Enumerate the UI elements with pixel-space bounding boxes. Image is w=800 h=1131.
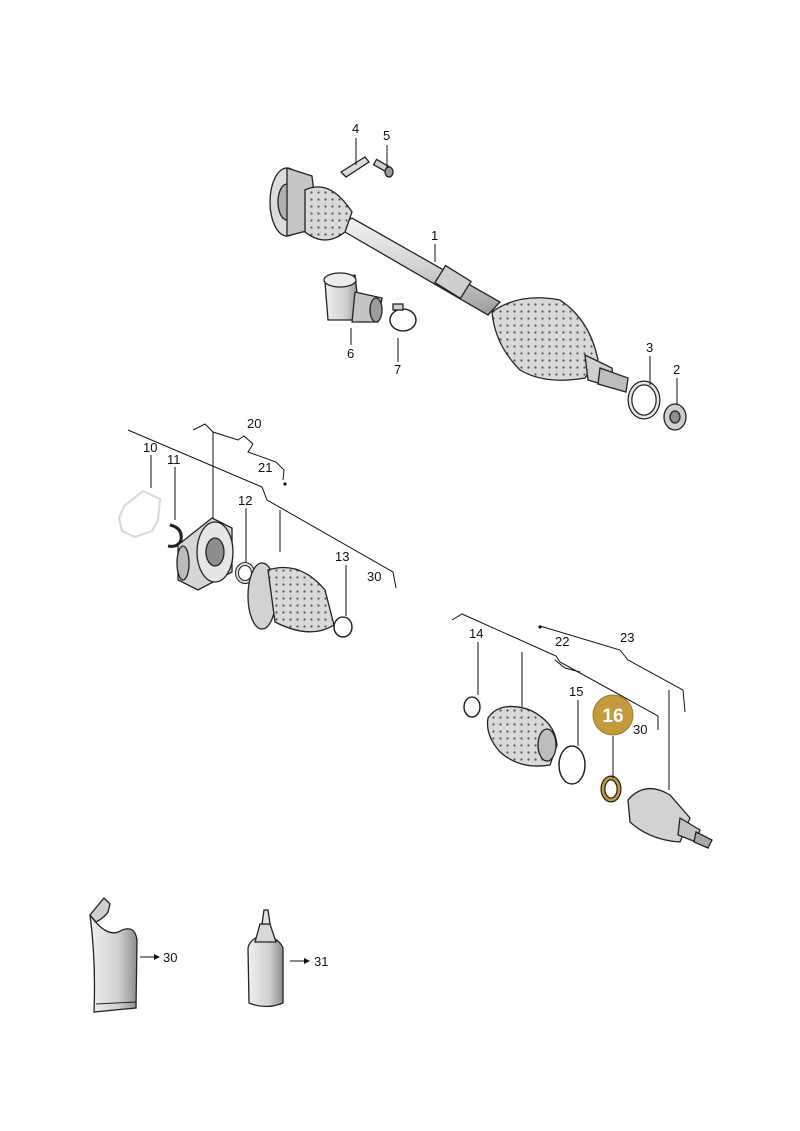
grease-tube [89, 897, 138, 1013]
drive-shaft-assembly [269, 156, 687, 431]
callout-23: 23 [620, 630, 634, 645]
callout-3: 3 [646, 340, 653, 355]
callout-14: 14 [469, 626, 483, 641]
callout-15: 15 [569, 684, 583, 699]
callout-30-right: 30 [633, 722, 647, 737]
nut [663, 403, 687, 431]
right-callouts: 14 15 22 23 30 16 [469, 626, 647, 737]
circlip-small [167, 523, 183, 548]
callout-6: 6 [347, 346, 354, 361]
mid-callouts: 10 11 12 13 20 21 30 [143, 416, 381, 584]
outer-joint-kit [451, 613, 713, 849]
callout-11: 11 [167, 452, 181, 467]
callout-5: 5 [383, 128, 390, 143]
callout-7: 7 [394, 362, 401, 377]
callout-13: 13 [335, 549, 349, 564]
highlight-badge-16[interactable]: 16 [592, 694, 634, 736]
top-callouts: 4 5 1 6 7 3 2 [347, 121, 680, 405]
callout-21: 21 [258, 460, 272, 475]
outer-boot [491, 297, 599, 381]
sealant-bottle [247, 909, 284, 1008]
callout-1: 1 [431, 228, 438, 243]
bracket-dot-21 [283, 482, 287, 486]
callout-22: 22 [555, 634, 569, 649]
hose-clip-15 [558, 745, 586, 785]
callout-16: 16 [602, 706, 623, 727]
cv-joint-inner [176, 517, 234, 591]
callout-20: 20 [247, 416, 261, 431]
hose-clip-14 [463, 696, 481, 718]
cv-joint-outer [627, 788, 713, 849]
bracket-dot-23 [538, 625, 542, 629]
callout-31: 31 [314, 954, 328, 969]
callout-30-mid: 30 [367, 569, 381, 584]
inner-boot [304, 186, 353, 241]
shaft-damper-ring [434, 264, 472, 300]
bolt [372, 158, 394, 178]
boot-inner-kit [247, 562, 335, 633]
lock-plate [339, 156, 370, 178]
bush [323, 272, 383, 323]
callout-4: 4 [352, 121, 359, 136]
bottom-callouts: 30 31 [140, 950, 328, 969]
callout-10: 10 [143, 440, 157, 455]
callout-12: 12 [238, 493, 252, 508]
callout-30-bottom: 30 [163, 950, 177, 965]
gasket [118, 490, 161, 538]
inner-joint-kit [117, 423, 397, 638]
hose-clip-mid [333, 616, 353, 638]
hose-clip-top [389, 303, 417, 332]
callout-2: 2 [673, 362, 680, 377]
